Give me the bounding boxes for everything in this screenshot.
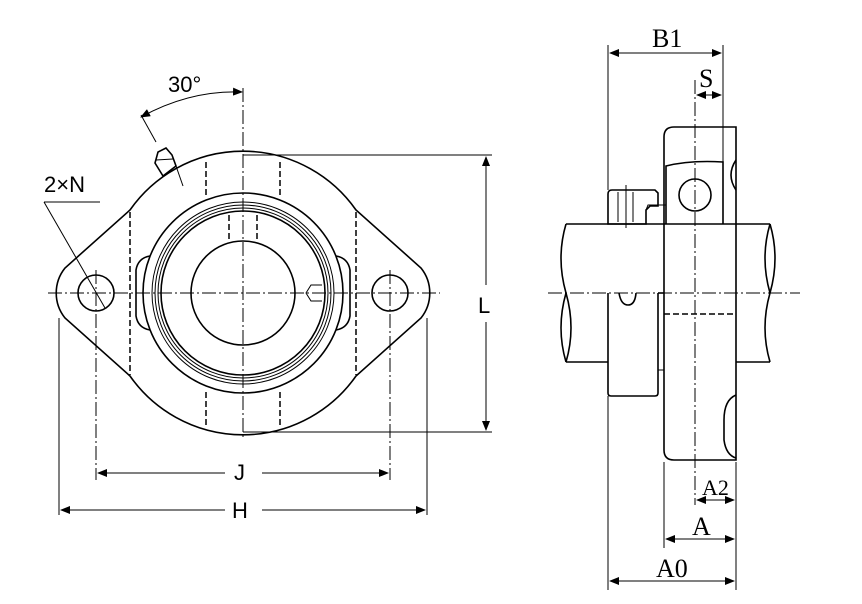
front-view: 30° 2×N J H L xyxy=(43,72,492,523)
flange-outline xyxy=(55,150,431,436)
grease-nipple-icon xyxy=(154,147,184,187)
set-screw xyxy=(305,284,322,302)
dim-S: S xyxy=(699,64,713,93)
housing-notch xyxy=(730,159,737,191)
dim-A2: A2 xyxy=(702,475,729,500)
angle-label: 30° xyxy=(168,72,201,97)
dim-H: H xyxy=(232,498,248,523)
side-view: B1 S A2 A A0 xyxy=(548,24,800,590)
housing-side xyxy=(663,126,737,461)
dim-L: L xyxy=(478,293,490,318)
hole-label: 2×N xyxy=(44,172,85,197)
dim-A0: A0 xyxy=(656,554,688,583)
shaft xyxy=(566,223,770,363)
collar-right xyxy=(335,255,351,331)
dim-A: A xyxy=(692,512,711,541)
housing-notch xyxy=(723,394,737,459)
dim-B1: B1 xyxy=(652,24,682,53)
collar-top xyxy=(607,189,659,225)
dim-J: J xyxy=(234,460,245,485)
collar-bottom xyxy=(607,293,659,397)
